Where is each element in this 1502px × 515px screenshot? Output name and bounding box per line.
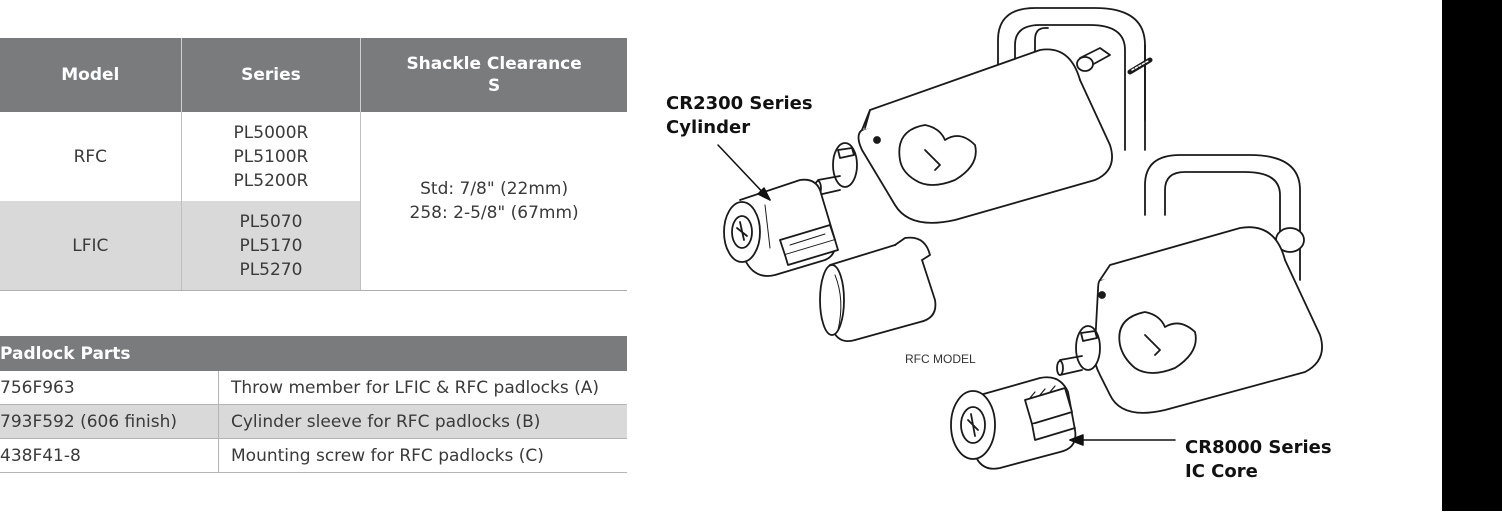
part-description: Cylinder sleeve for RFC padlocks (B) (218, 404, 627, 439)
clearance-std: Std: 7/8" (22mm) (420, 179, 569, 199)
table-row: RFC PL5000R PL5100R PL5200R Std: 7/8" (2… (0, 112, 627, 291)
part-description: Mounting screw for RFC padlocks (C) (218, 438, 627, 473)
cr8000-callout: CR8000 Series IC Core (1185, 436, 1332, 484)
cylinder-sleeve (819, 236, 937, 343)
cr2300-callout: CR2300 Series Cylinder (666, 92, 813, 140)
series-value: PL5170 (239, 235, 303, 256)
series-cell: PL5000R PL5100R PL5200R (181, 112, 362, 201)
part-number: 438F41-8 (0, 438, 219, 473)
series-value: PL5070 (239, 211, 303, 232)
table-row: LFIC PL5070 PL5170 PL5270 (0, 201, 627, 291)
model-cell: RFC (0, 112, 182, 201)
table-row: 793F592 (606 finish) Cylinder sleeve for… (0, 404, 627, 439)
mounting-screw (1127, 57, 1153, 75)
header-shackle-clearance: Shackle Clearance S (360, 38, 627, 112)
table-row: 756F963 Throw member for LFIC & RFC padl… (0, 371, 627, 405)
series-value: PL5200R (233, 170, 309, 191)
cr8000-ic-core (950, 376, 1077, 470)
parts-table: Padlock Parts 756F963 Throw member for L… (0, 336, 627, 473)
cr2300-callout-line1: CR2300 Series (666, 93, 813, 114)
series-value: PL5100R (233, 146, 309, 167)
header-clearance-text: Shackle Clearance S (406, 54, 582, 96)
rfc-model-label: RFC MODEL (905, 352, 976, 366)
throw-member-upper (814, 142, 858, 196)
part-number: 756F963 (0, 371, 219, 405)
core-arrowhead (1069, 434, 1084, 446)
clearance-cell: Std: 7/8" (22mm) 258: 2-5/8" (67mm) (360, 112, 627, 291)
throw-member-lower (1056, 325, 1101, 376)
series-value: PL5000R (233, 122, 309, 143)
series-value: PL5270 (239, 259, 303, 280)
table-row: 438F41-8 Mounting screw for RFC padlocks… (0, 438, 627, 473)
clearance-258: 258: 2-5/8" (67mm) (409, 203, 579, 223)
cr8000-callout-line1: CR8000 Series (1185, 437, 1332, 458)
padlock-illustration: CR2300 Series Cylinder RFC MODEL CR8000 … (640, 0, 1440, 511)
part-number: 793F592 (606 finish) (0, 404, 219, 439)
series-cell: PL5070 PL5170 PL5270 (181, 201, 362, 291)
header-series: Series (181, 38, 362, 112)
leader-lines (717, 144, 1176, 446)
model-table: Model Series Shackle Clearance S RFC PL5… (0, 38, 627, 291)
upper-padlock-body (857, 48, 1113, 224)
parts-table-title: Padlock Parts (0, 336, 627, 371)
cylinder-arrowhead (757, 187, 771, 201)
model-cell: LFIC (0, 201, 182, 291)
part-description: Throw member for LFIC & RFC padlocks (A) (218, 371, 627, 405)
cr2300-callout-line2: Cylinder (666, 117, 751, 138)
header-model: Model (0, 38, 182, 112)
lower-padlock-body (1093, 226, 1323, 414)
cr8000-callout-line2: IC Core (1185, 461, 1258, 482)
cr2300-cylinder (723, 178, 839, 277)
padlock-drawing (717, 7, 1323, 470)
right-edge-bar (1442, 0, 1502, 511)
